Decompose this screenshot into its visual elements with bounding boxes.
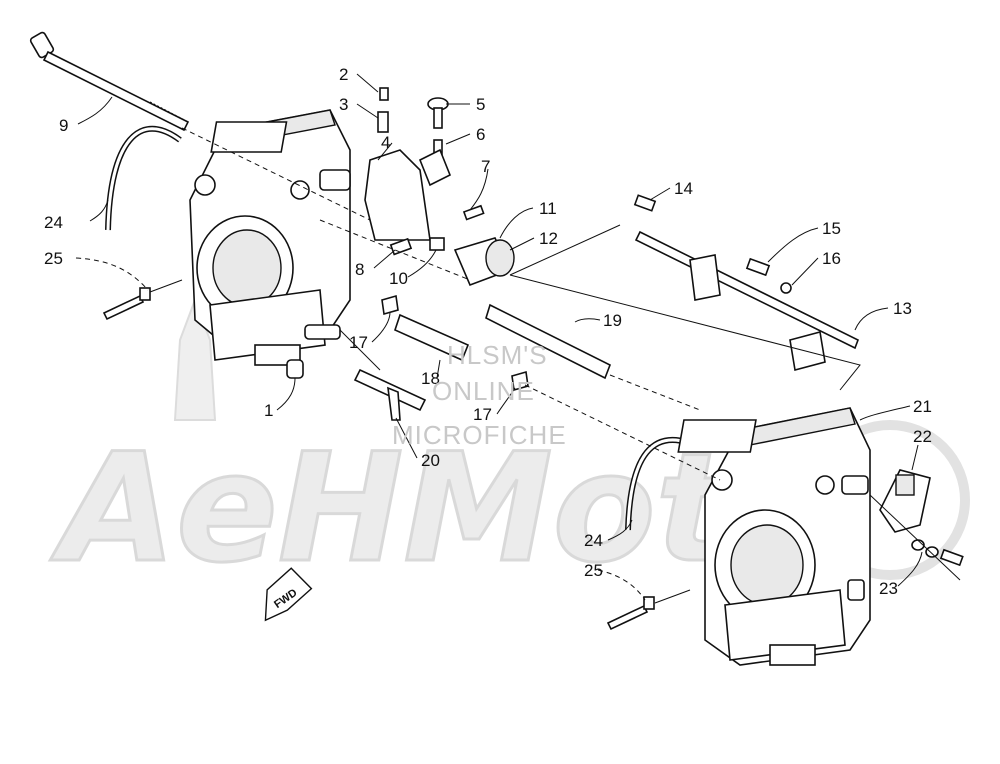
callout-23: 23 [879, 579, 898, 598]
callout-labels: 2 3 4 5 6 7 9 24 25 8 10 11 12 14 15 16 … [44, 65, 932, 598]
callout-4: 4 [381, 133, 390, 152]
part-6-clip [418, 148, 452, 187]
callout-3: 3 [339, 95, 348, 114]
part-14-screw [633, 194, 657, 212]
assembly-line [524, 384, 721, 481]
callout-19: 19 [603, 311, 622, 330]
callout-25-right: 25 [584, 561, 603, 580]
watermark-tower-icon [173, 297, 217, 421]
callout-leaders [75, 73, 923, 601]
callout-14: 14 [674, 179, 693, 198]
callout-8: 8 [355, 260, 364, 279]
carburetor-left [189, 109, 351, 379]
assembly-line [654, 589, 691, 604]
callout-13: 13 [893, 299, 912, 318]
part-8-screw [389, 237, 413, 256]
part-10-bushing [429, 237, 445, 251]
assembly-line [869, 494, 961, 581]
callout-11: 11 [539, 199, 557, 218]
callout-17-upper: 17 [349, 333, 368, 352]
callout-24-left: 24 [44, 213, 63, 232]
callout-16: 16 [822, 249, 841, 268]
callout-5: 5 [476, 95, 485, 114]
part-20-tee-fitting [353, 368, 427, 421]
part-5-bolt [427, 97, 449, 129]
assembly-line [149, 279, 183, 293]
forward-arrow-badge: FWD [264, 567, 313, 622]
callout-7: 7 [481, 157, 490, 176]
watermark-line-1: HLSM'S [447, 340, 548, 370]
callout-15: 15 [822, 219, 841, 238]
callout-9: 9 [59, 116, 68, 135]
part-22-throttle-sensor [879, 469, 931, 533]
carburetor-right [677, 407, 871, 666]
callout-12: 12 [539, 229, 558, 248]
part-17-clip-upper [381, 294, 399, 316]
part-4-bracket [364, 149, 431, 241]
part-24-hose-left [105, 125, 182, 231]
callout-21: 21 [913, 397, 932, 416]
part-11-12-spring-cap [453, 237, 515, 287]
part-18-tube [394, 313, 470, 362]
part-19-tube [485, 303, 612, 380]
assembly-line [339, 329, 381, 371]
part-3-spring [377, 111, 389, 133]
assembly-line [509, 274, 861, 391]
watermark-line-3: MICROFICHE [392, 420, 567, 450]
assembly-line [609, 374, 701, 411]
part-25-screw-right [606, 596, 655, 631]
watermark-text: HLSM'S ONLINE MICROFICHE [392, 340, 567, 450]
part-15-screw [745, 257, 771, 277]
part-25-screw-left [102, 287, 151, 321]
part-7-screw [462, 204, 485, 221]
callout-25-left: 25 [44, 249, 63, 268]
callout-10: 10 [389, 269, 408, 288]
watermark-line-2: ONLINE [432, 376, 535, 406]
callout-6: 6 [476, 125, 485, 144]
assembly-line [509, 224, 621, 276]
callout-20: 20 [421, 451, 440, 470]
callout-18: 18 [421, 369, 440, 388]
part-9-long-bolt [29, 31, 190, 132]
callout-22: 22 [913, 427, 932, 446]
assembly-line [181, 127, 371, 221]
callout-24-right: 24 [584, 531, 603, 550]
callout-17-lower: 17 [473, 405, 492, 424]
part-16-washer [780, 282, 792, 294]
callout-1: 1 [264, 401, 273, 420]
part-2-screw [379, 87, 389, 101]
callout-2: 2 [339, 65, 348, 84]
